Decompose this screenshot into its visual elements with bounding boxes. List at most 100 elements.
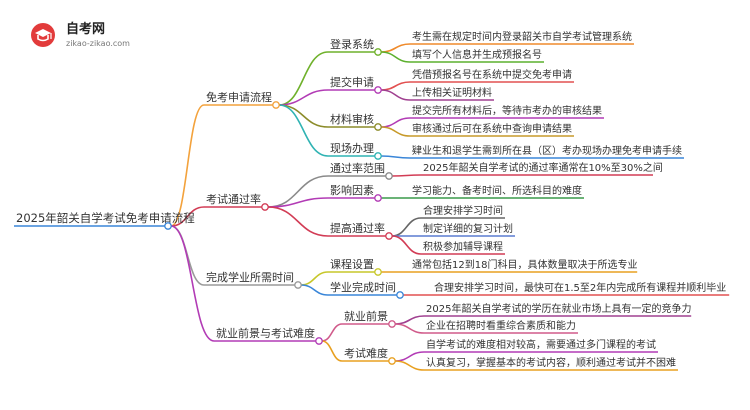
sub-label-1-2-node: 提高通过率	[328, 221, 387, 237]
branch-label-3: 就业前景与考试难度	[216, 326, 315, 340]
sub-edge-0-0	[278, 51, 329, 106]
sub-edge-0-2	[278, 104, 329, 128]
leaf-text-1-2-0: 合理安排学习时间	[423, 204, 503, 217]
leaf-text-0-2-1-node: 审核通过后可在系统中查询申请结果	[410, 122, 574, 137]
branch-label-3-node: 就业前景与考试难度	[214, 326, 317, 342]
leaf-text-1-1-0-node: 学习能力、备考时间、所选科目的难度	[410, 184, 584, 199]
sub-connector-2-1	[396, 291, 404, 299]
leaf-text-1-1-0: 学习能力、备考时间、所选科目的难度	[412, 184, 582, 197]
leaf-text-3-0-0-node: 2025年韶关自学考试的学历在就业市场上具有一定的竞争力	[424, 302, 691, 317]
leaf-text-2-1-0: 合理安排学习时间，最快可在1.5至2年内完成所有课程并顺利毕业	[434, 281, 726, 294]
sub-edge-3-1	[321, 340, 343, 362]
branch-edge-1	[170, 206, 205, 227]
leaf-text-1-2-1-node: 制定详细的复习计划	[421, 222, 515, 237]
branch-connector-3	[315, 337, 323, 345]
branch-label-0-node: 免考申请流程	[204, 90, 274, 106]
sub-label-1-1: 影响因素	[330, 184, 374, 197]
leaf-text-0-3-0-node: 肄业生和退学生需到所在县（区）考办现场办理免考申请手续	[410, 144, 684, 159]
leaf-edge-3-1-0	[394, 351, 425, 362]
leaf-text-0-2-0-node: 提交完所有材料后，等待市考办的审核结果	[410, 104, 604, 119]
leaf-text-2-0-0-node: 通常包括12到18门科目，具体数量取决于所选专业	[410, 258, 637, 273]
leaf-edge-3-0-1	[394, 323, 425, 334]
sub-label-0-0-node: 登录系统	[328, 37, 376, 53]
leaf-edge-1-2-2	[391, 235, 422, 255]
branch-connector-1	[261, 203, 269, 211]
sub-label-0-0: 登录系统	[330, 37, 374, 51]
leaf-edge-0-1-0	[380, 81, 411, 91]
leaf-edge-0-3-0	[380, 155, 411, 159]
sub-edge-2-0	[300, 271, 329, 286]
sub-edge-2-1	[300, 284, 329, 296]
branch-edge-3	[170, 225, 215, 342]
branch-edge-0	[170, 104, 205, 227]
mind-map-nodes: 2025年韶关自学考试免考申请流程 免考申请流程 登录系统 考生需在规定时间内登录韶关…	[14, 30, 730, 371]
leaf-text-3-1-0-node: 自学考试的难度相对较高，需要通过多门课程的考试	[424, 338, 658, 353]
root-topic: 2025年韶关自学考试免考申请流程	[16, 211, 195, 225]
leaf-edge-0-2-1	[380, 126, 411, 137]
sub-edge-1-1	[267, 197, 329, 208]
leaf-text-2-0-0: 通常包括12到18门科目，具体数量取决于所选专业	[412, 258, 637, 271]
sub-label-0-1-node: 提交申请	[328, 75, 376, 91]
leaf-text-0-3-0: 肄业生和退学生需到所在县（区）考办现场办理免考申请手续	[412, 144, 682, 157]
sub-connector-1-1	[374, 194, 382, 202]
sub-connector-3-1	[388, 357, 396, 365]
leaf-text-3-0-0: 2025年韶关自学考试的学历在就业市场上具有一定的竞争力	[426, 302, 691, 315]
leaf-text-1-2-0-node: 合理安排学习时间	[421, 204, 505, 219]
leaf-edge-0-0-0	[380, 43, 411, 53]
sub-edge-1-2	[267, 206, 329, 237]
root-topic-node: 2025年韶关自学考试免考申请流程	[14, 211, 195, 227]
logo-title: 自考网	[66, 21, 105, 37]
leaf-text-0-0-1: 填写个人信息并生成预报名号	[412, 48, 542, 61]
sub-connector-1-0	[385, 172, 393, 180]
leaf-text-0-0-1-node: 填写个人信息并生成预报名号	[410, 48, 544, 63]
logo-subtitle: zikao-zikao.com	[66, 39, 130, 48]
branch-connector-2	[294, 281, 302, 289]
leaf-edge-0-0-1	[380, 51, 411, 63]
leaf-edge-0-2-0	[380, 117, 411, 128]
sub-connector-0-3	[374, 152, 382, 160]
site-logo: 自考网 zikao-zikao.com	[28, 18, 148, 52]
leaf-text-3-1-1-node: 认真复习，掌握基本的考试内容，顺利通过考试并不困难	[424, 356, 678, 371]
leaf-edge-3-1-1	[394, 360, 425, 371]
leaf-text-3-0-1-node: 企业在招聘时看重综合素质和能力	[424, 319, 578, 334]
leaf-text-0-1-1: 上传相关证明材料	[412, 86, 492, 99]
leaf-edge-0-1-1	[380, 89, 411, 101]
logo-graphic: 自考网 zikao-zikao.com	[31, 21, 130, 48]
sub-label-0-3-node: 现场办理	[328, 141, 376, 157]
leaf-text-0-2-0: 提交完所有材料后，等待市考办的审核结果	[412, 104, 602, 117]
leaf-edge-1-2-0	[391, 217, 422, 237]
sub-label-0-2-node: 材料审核	[328, 112, 376, 128]
sub-label-2-1: 学业完成时间	[330, 280, 396, 294]
leaf-text-0-1-0: 凭借预报名号在系统中提交免考申请	[412, 68, 572, 81]
branch-label-1-node: 考试通过率	[204, 192, 263, 208]
sub-edge-0-1	[278, 89, 329, 106]
leaf-text-3-1-0: 自学考试的难度相对较高，需要通过多门课程的考试	[426, 338, 656, 351]
mind-map-edges	[170, 43, 432, 371]
sub-label-3-0: 就业前景	[344, 309, 388, 323]
leaf-text-1-2-1: 制定详细的复习计划	[423, 222, 513, 235]
leaf-text-0-0-0-node: 考生需在规定时间内登录韶关市自学考试管理系统	[410, 30, 634, 45]
sub-label-3-0-node: 就业前景	[342, 309, 390, 325]
sub-label-3-1: 考试难度	[344, 346, 388, 360]
leaf-text-0-1-0-node: 凭借预报名号在系统中提交免考申请	[410, 68, 574, 83]
sub-label-0-2: 材料审核	[330, 112, 374, 126]
sub-connector-0-1	[374, 86, 382, 94]
leaf-text-3-0-1: 企业在招聘时看重综合素质和能力	[426, 319, 576, 332]
sub-edge-3-0	[321, 323, 343, 342]
branch-label-2: 完成学业所需时间	[206, 270, 294, 284]
branch-label-0: 免考申请流程	[206, 90, 272, 104]
sub-edge-0-3	[278, 104, 329, 157]
leaf-text-2-1-0-node: 合理安排学习时间，最快可在1.5至2年内完成所有课程并顺利毕业	[432, 281, 730, 296]
leaf-text-1-0-0-node: 2025年韶关自学考试的通过率通常在10%至30%之间	[421, 161, 663, 176]
sub-connector-1-2	[385, 232, 393, 240]
sub-label-1-0: 通过率范围	[330, 161, 385, 175]
leaf-text-0-0-0: 考生需在规定时间内登录韶关市自学考试管理系统	[412, 30, 632, 43]
sub-connector-2-0	[374, 268, 382, 276]
sub-label-2-0: 课程设置	[330, 258, 374, 271]
leaf-text-0-1-1-node: 上传相关证明材料	[410, 86, 494, 101]
leaf-edge-1-0-0	[391, 174, 422, 177]
sub-label-1-0-node: 通过率范围	[328, 161, 387, 177]
leaf-text-1-0-0: 2025年韶关自学考试的通过率通常在10%至30%之间	[423, 161, 663, 174]
